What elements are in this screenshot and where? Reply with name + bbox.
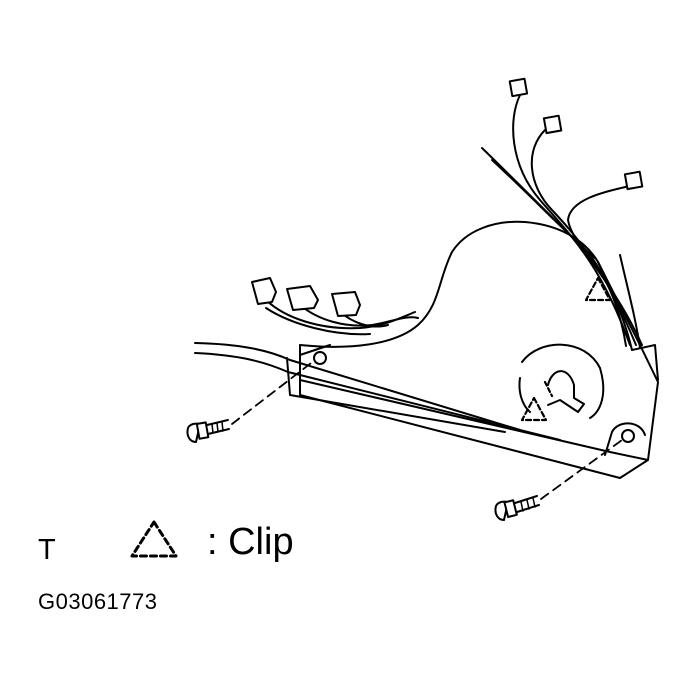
corner-mark: T <box>38 534 56 566</box>
screw-right <box>494 439 623 521</box>
bracket-cutout <box>518 343 605 419</box>
connector-right <box>623 170 644 191</box>
mounting-flange <box>604 422 646 456</box>
clip-symbol-lower <box>520 380 554 422</box>
bracket-left-rail <box>194 342 561 441</box>
legend-clip-label: : Clip <box>207 521 294 563</box>
connector-top <box>508 77 529 98</box>
wire-harness-right <box>481 94 643 347</box>
mounting-hole-left <box>313 351 327 365</box>
connector-left-2 <box>286 285 319 311</box>
connector-middle <box>542 114 563 135</box>
connector-left-1 <box>251 277 277 305</box>
clip-symbol-upper <box>584 276 612 302</box>
screw-left <box>186 359 316 443</box>
legend-clip-icon <box>130 520 178 558</box>
mounting-hole-right <box>621 429 635 443</box>
figure-code: G03061773 <box>38 589 158 614</box>
bracket-plate <box>299 220 659 479</box>
connector-left-3 <box>331 291 361 317</box>
